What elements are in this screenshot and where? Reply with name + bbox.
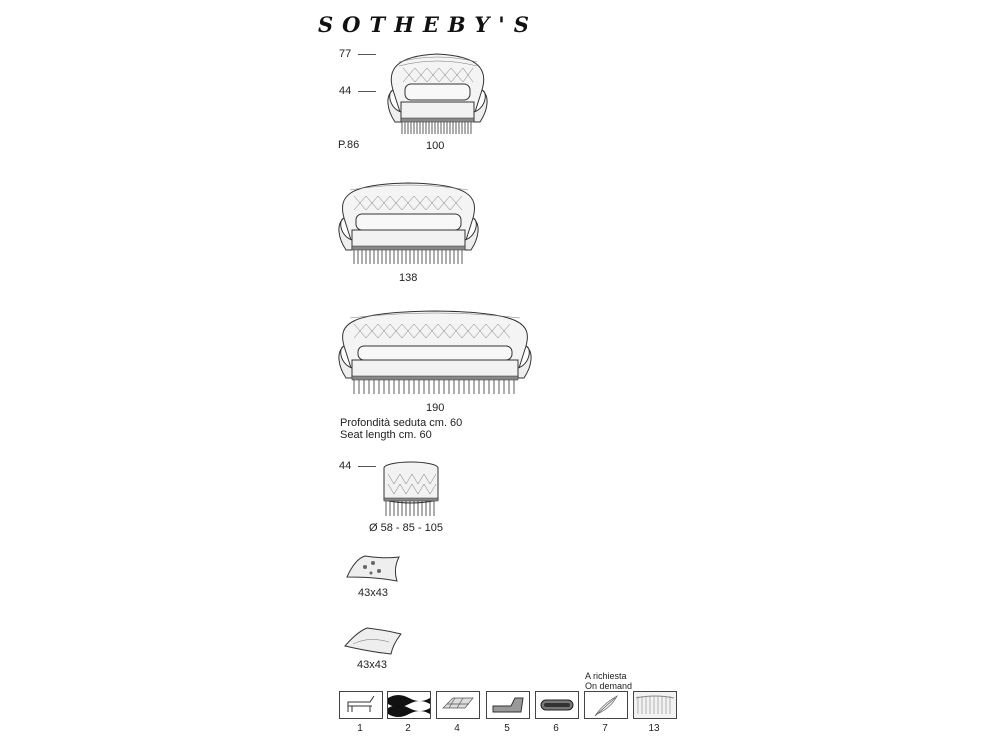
cushion-1-size-label: 43x43 bbox=[358, 587, 388, 599]
armchair-width-label: 100 bbox=[426, 140, 445, 152]
sofa-3-seat-drawing bbox=[338, 310, 532, 394]
dimension-tick bbox=[358, 466, 376, 467]
seat-depth-note-en: Seat length cm. 60 bbox=[340, 429, 432, 441]
sofa-2-seat-width-label: 138 bbox=[399, 272, 418, 284]
on-demand-label-en: On demand bbox=[585, 681, 633, 691]
legend-number: 5 bbox=[504, 723, 510, 734]
cushion-2-size-label: 43x43 bbox=[357, 659, 387, 671]
pouf-height-label: 44 bbox=[339, 460, 352, 472]
frame-icon bbox=[339, 691, 383, 719]
legend-number: 1 bbox=[357, 723, 363, 734]
sofa-2-seat-drawing bbox=[338, 182, 479, 264]
sofa-3-seat-width-label: 190 bbox=[426, 402, 445, 414]
armchair-depth-label: P.86 bbox=[338, 139, 360, 151]
fringe-icon bbox=[633, 691, 677, 719]
webbing-icon bbox=[436, 691, 480, 719]
dimension-tick bbox=[358, 54, 376, 55]
brand-logo: SOTHEBY'S bbox=[318, 12, 538, 37]
armchair-height-label: 77 bbox=[339, 48, 352, 60]
springs-icon bbox=[387, 691, 431, 719]
armchair-seat-height-label: 44 bbox=[339, 85, 352, 97]
cushion-icon bbox=[535, 691, 579, 719]
pouf-drawing bbox=[383, 461, 439, 516]
armchair-drawing bbox=[387, 53, 488, 134]
padding-icon bbox=[486, 691, 530, 719]
plain-cushion-drawing bbox=[344, 627, 402, 655]
legend-number: 13 bbox=[648, 723, 660, 734]
decorated-cushion-drawing bbox=[346, 555, 400, 582]
legend-number: 4 bbox=[454, 723, 460, 734]
feather-icon bbox=[584, 691, 628, 719]
pouf-diameters-label: Ø 58 - 85 - 105 bbox=[369, 522, 443, 534]
legend-number: 6 bbox=[553, 723, 559, 734]
legend-number: 7 bbox=[602, 723, 608, 734]
dimension-tick bbox=[358, 91, 376, 92]
legend-number: 2 bbox=[405, 723, 411, 734]
on-demand-label-it: A richiesta bbox=[585, 671, 627, 681]
seat-depth-note-it: Profondità seduta cm. 60 bbox=[340, 417, 463, 429]
